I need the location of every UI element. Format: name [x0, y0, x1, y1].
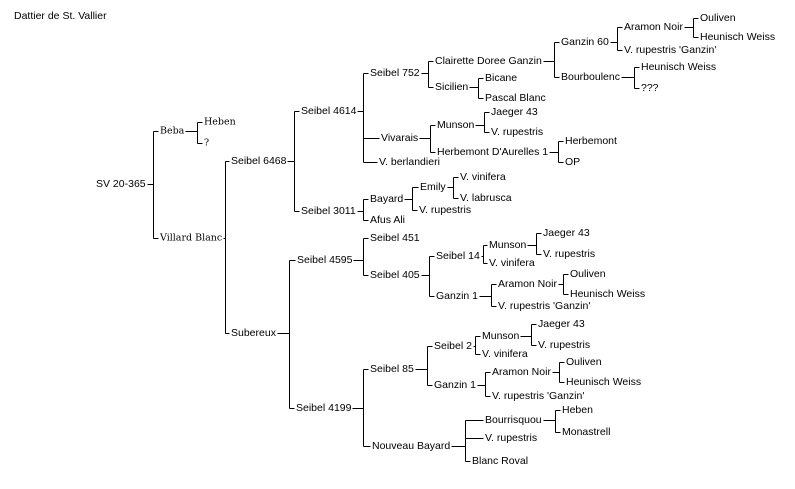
node-label-n29: Seibel 3011: [301, 205, 356, 217]
chart-title: Dattier de St. Vallier: [14, 10, 107, 22]
node-label-n53: Munson: [482, 330, 520, 342]
node-label-n34: V. rupestris: [419, 204, 471, 216]
node-label-n17: ???: [641, 82, 659, 94]
node-label-n65: Monastrell: [562, 426, 610, 438]
node-label-n2: Beba: [160, 126, 185, 137]
node-label-n42: Jaeger 43: [543, 227, 590, 239]
node-label-n45: Ganzin 1: [436, 290, 478, 302]
node-label-n16: Heunisch Weiss: [641, 61, 716, 73]
node-label-n25: Herbemont D'Aurelles 1: [437, 146, 548, 158]
node-label-n3: Heben: [204, 117, 236, 128]
node-label-n46: Aramon Noir: [498, 278, 557, 290]
node-label-n28: V. berlandieri: [379, 156, 440, 168]
node-label-n66: V. rupestris: [485, 432, 537, 444]
node-label-n58: Aramon Noir: [492, 366, 551, 378]
node-label-n14: V. rupestris 'Ganzin': [624, 44, 716, 56]
node-label-n6: Seibel 6468: [231, 155, 287, 167]
pedigree-links: [147, 18, 699, 462]
node-label-n35: Afus Ali: [370, 214, 405, 226]
node-label-n21: Vivarais: [381, 132, 418, 144]
node-label-n67: Blanc Roval: [472, 455, 528, 467]
node-label-n49: V. rupestris 'Ganzin': [498, 300, 590, 312]
node-label-n18: Sicilien: [435, 81, 468, 93]
node-label-n24: V. rupestris: [491, 126, 543, 138]
node-label-n63: Bourrisquou: [485, 414, 542, 426]
node-label-n55: V. rupestris: [538, 339, 590, 351]
node-label-n12: Ouliven: [700, 12, 736, 24]
node-label-n1: SV 20-365: [96, 178, 146, 190]
node-label-n8: Seibel 752: [370, 67, 420, 79]
node-label-n30: Bayard: [370, 193, 403, 205]
node-label-n47: Ouliven: [570, 268, 606, 280]
node-label-n57: Ganzin 1: [434, 379, 476, 391]
node-label-n54: Jaeger 43: [538, 318, 585, 330]
node-label-n15: Bourboulenc: [561, 71, 620, 83]
node-label-n62: Nouveau Bayard: [372, 440, 450, 452]
node-label-n27: OP: [565, 156, 580, 168]
node-label-n7: Seibel 4614: [301, 105, 357, 117]
node-label-n9: Clairette Doree Ganzin: [435, 55, 542, 67]
node-label-n51: Seibel 85: [370, 363, 414, 375]
node-label-n36: Subereux: [231, 327, 277, 339]
node-label-n40: Seibel 14: [436, 250, 480, 262]
node-label-n52: Seibel 2: [434, 340, 472, 352]
node-label-n4: ?: [204, 138, 209, 149]
node-label-n39: Seibel 405: [370, 269, 420, 281]
node-label-n23: Jaeger 43: [491, 106, 538, 118]
node-label-n61: V. rupestris 'Ganzin': [492, 390, 584, 402]
node-label-n13: Heunisch Weiss: [700, 31, 775, 43]
node-label-n44: V. vinifera: [489, 257, 535, 269]
node-label-n26: Herbemont: [565, 135, 617, 147]
node-label-n50: Seibel 4199: [296, 402, 352, 414]
node-label-n5: Villard Blanc: [159, 233, 222, 244]
node-label-n56: V. vinifera: [482, 348, 528, 360]
node-label-n20: Pascal Blanc: [485, 92, 546, 104]
node-label-n41: Munson: [489, 239, 527, 251]
node-label-n10: Ganzin 60: [561, 36, 609, 48]
node-label-n43: V. rupestris: [543, 248, 595, 260]
node-label-n22: Munson: [437, 119, 475, 131]
node-label-n64: Heben: [562, 404, 593, 416]
node-label-n38: Seibel 451: [370, 232, 420, 244]
node-label-n31: Emily: [420, 181, 446, 193]
node-label-n59: Ouliven: [566, 356, 602, 368]
node-label-n32: V. vinifera: [460, 171, 506, 183]
node-label-n48: Heunisch Weiss: [570, 288, 645, 300]
node-label-n11: Aramon Noir: [624, 21, 683, 33]
node-label-n19: Bicane: [485, 72, 517, 84]
node-label-n37: Seibel 4595: [297, 254, 353, 266]
node-label-n33: V. labrusca: [460, 192, 512, 204]
node-label-n60: Heunisch Weiss: [566, 376, 641, 388]
